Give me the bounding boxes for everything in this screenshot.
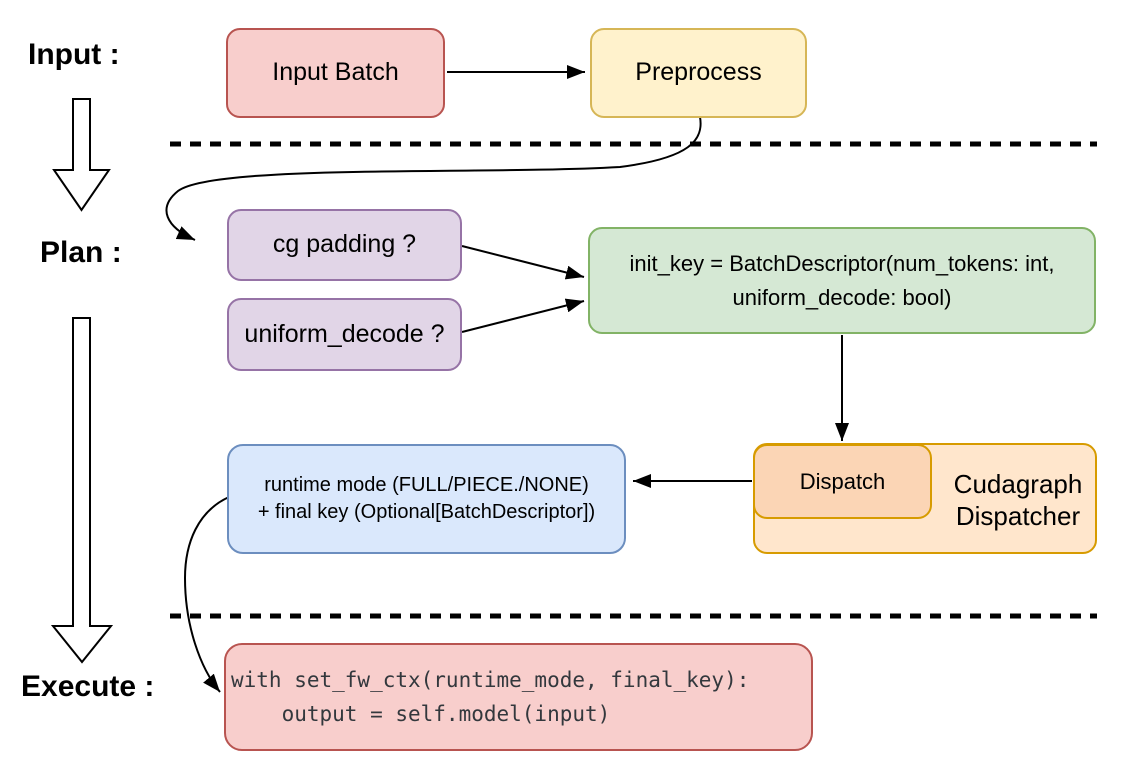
cudagraph-dispatcher-text: Cudagraph Dispatcher (937, 445, 1099, 555)
node-uniform-decode: uniform_decode ? (227, 298, 462, 371)
node-init-key-line1: init_key = BatchDescriptor(num_tokens: i… (629, 250, 1055, 276)
node-input-batch: Input Batch (226, 28, 445, 118)
node-dispatch-label: Dispatch (799, 468, 886, 494)
node-init-key-line2: uniform_decode: bool) (732, 284, 952, 310)
node-uniform-decode-label: uniform_decode ? (244, 319, 445, 348)
arrow-uniform-decode-to-init-key (461, 298, 585, 333)
execute-code-line1: with set_fw_ctx(runtime_mode, final_key)… (231, 668, 750, 692)
node-preprocess: Preprocess (590, 28, 807, 118)
node-runtime-mode: runtime mode (FULL/PIECE./NONE) + final … (227, 444, 626, 554)
node-input-batch-label: Input Batch (272, 58, 399, 87)
plan-stage-down-arrow (50, 317, 114, 664)
node-runtime-mode-line2: + final key (Optional[BatchDescriptor]) (257, 501, 596, 523)
cudagraph-dispatcher-line2: Dispatcher (955, 501, 1081, 531)
arrow-runtime-mode-to-execute-code (183, 496, 230, 693)
cudagraph-dispatcher-line1: Cudagraph (953, 469, 1083, 499)
node-execute-code: with set_fw_ctx(runtime_mode, final_key)… (224, 643, 813, 751)
input-stage-down-arrow (52, 98, 111, 212)
node-preprocess-label: Preprocess (635, 58, 762, 87)
node-dispatch: Dispatch (753, 444, 932, 519)
plan-stage-label: Plan : (40, 236, 122, 269)
execute-code-line2: output = self.model(input) (231, 702, 611, 726)
arrow-cg-padding-to-init-key (461, 245, 585, 280)
node-init-key: init_key = BatchDescriptor(num_tokens: i… (588, 227, 1096, 334)
input-stage-label: Input : (28, 38, 120, 71)
node-runtime-mode-line1: runtime mode (FULL/PIECE./NONE) (264, 474, 589, 496)
node-cg-padding-label: cg padding ? (272, 230, 417, 259)
node-cg-padding: cg padding ? (227, 209, 462, 281)
execute-stage-label: Execute : (21, 670, 155, 703)
arrow-preprocess-to-cg-padding (165, 116, 702, 241)
